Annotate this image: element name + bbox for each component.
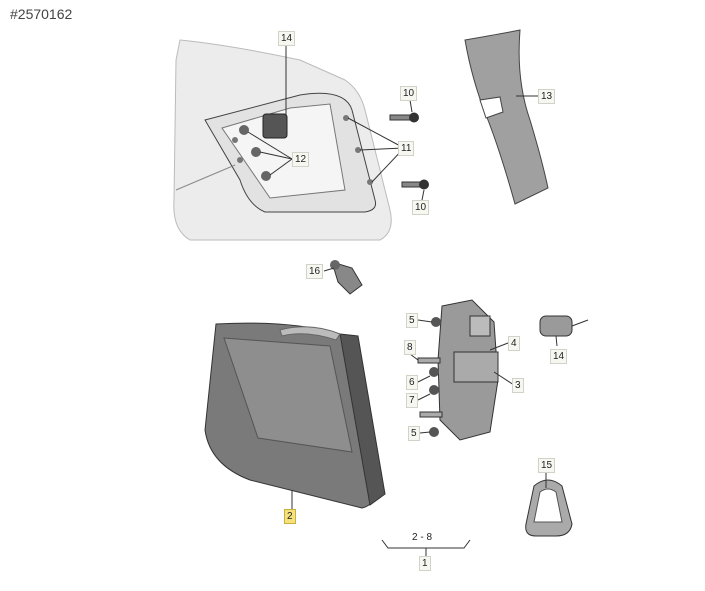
trim-panel-13 [464,29,549,205]
leader-lines [247,44,558,556]
callout-10-b: 10 [412,200,430,215]
callout-10: 10 [400,86,418,101]
screw-10-bottom [401,179,429,190]
screw-10-top [389,112,419,123]
callout-14: 14 [278,31,296,46]
callout-2: 2 [284,509,296,524]
callout-12: 12 [292,152,310,167]
callout-14-b: 14 [550,349,568,364]
callout-4: 4 [508,336,520,351]
gasket-15 [525,479,573,537]
callout-3: 3 [512,378,524,393]
bulb-carrier-3 [417,299,499,441]
bulb-16 [330,260,363,295]
callout-5-b: 5 [408,426,420,441]
callout-11: 11 [398,141,415,156]
callout-13: 13 [538,89,556,104]
callout-5: 5 [406,313,418,328]
callout-6: 6 [406,375,418,390]
catalog-number: #2570162 [10,6,73,22]
callout-15: 15 [538,458,556,473]
connector-14 [539,315,589,337]
tail-light-2 [204,322,386,509]
callout-1: 1 [419,556,431,571]
car-body-illustration [173,39,392,241]
callout-range-2-8: 2 - 8 [412,532,433,543]
callout-16: 16 [306,264,324,279]
callout-7: 7 [406,393,418,408]
callout-8: 8 [404,340,416,355]
